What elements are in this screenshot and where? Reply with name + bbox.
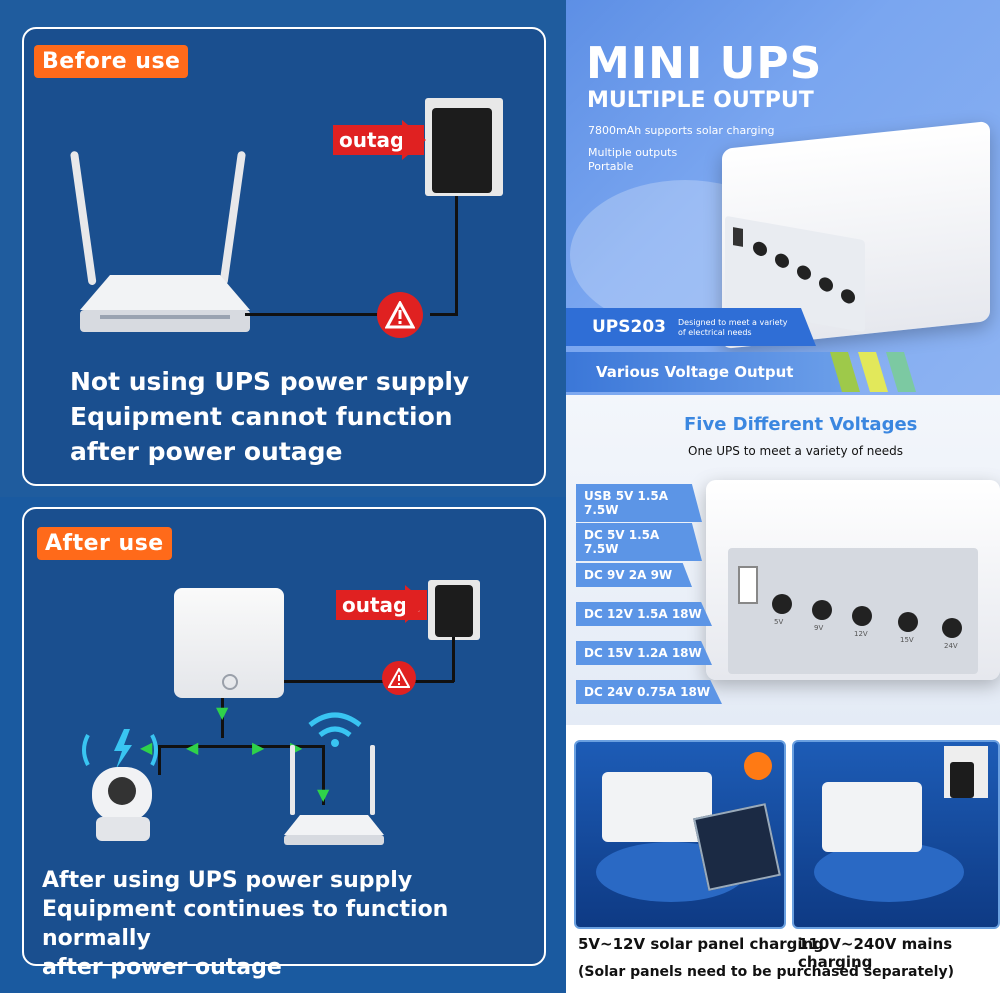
solar-panel-icon <box>693 803 781 891</box>
after-caption: After using UPS power supply Equipment c… <box>42 866 537 982</box>
dc-port <box>753 240 767 258</box>
ups-device <box>174 588 284 698</box>
arrow-right-icon <box>402 120 426 160</box>
voltage-item: DC 9V 2A 9W <box>576 563 692 587</box>
voltage-item: DC 12V 1.5A 18W <box>576 602 712 626</box>
cable <box>221 698 224 738</box>
model-name: UPS203 <box>592 317 666 337</box>
before-caption: Not using UPS power supply Equipment can… <box>70 364 530 469</box>
arrow-right-icon <box>405 585 427 623</box>
power-adapter-icon <box>950 762 974 798</box>
product-subtitle: MULTIPLE OUTPUT <box>587 88 814 113</box>
cable <box>284 680 454 683</box>
ups-device-image <box>822 782 922 852</box>
warning-icon <box>377 292 423 338</box>
warning-icon <box>382 661 416 695</box>
dc-port-5v <box>772 594 792 614</box>
cable <box>322 745 325 805</box>
flow-arrow-icon: ◀ <box>186 738 199 757</box>
dc-port-15v <box>898 612 918 632</box>
after-use-tag: After use <box>37 527 172 560</box>
mains-charging-photo <box>792 740 1000 929</box>
caption-line: Not using UPS power supply <box>70 367 470 396</box>
dc-port-9v <box>812 600 832 620</box>
cable <box>452 637 455 682</box>
voltage-item: DC 24V 0.75A 18W <box>576 680 722 704</box>
product-title: MINI UPS <box>586 38 823 89</box>
port-label: 15V <box>900 636 914 644</box>
solar-charging-photo <box>574 740 786 929</box>
cable <box>455 195 458 313</box>
port-label: 24V <box>944 642 958 650</box>
cable <box>245 313 405 316</box>
pedestal <box>814 842 964 902</box>
voltage-item: USB 5V 1.5A 7.5W <box>576 484 702 522</box>
voltages-heading: Five Different Voltages <box>684 414 918 435</box>
caption-line: After using UPS power supply <box>42 868 413 893</box>
router-icon <box>284 712 384 845</box>
flow-arrow-icon: ▼ <box>216 703 229 722</box>
voltage-item: DC 5V 1.5A 7.5W <box>576 523 702 561</box>
port-label: 5V <box>774 618 784 626</box>
various-text: Various Voltage Output <box>596 363 794 381</box>
dc-port <box>797 264 811 281</box>
ups-device-image <box>602 772 712 842</box>
cable <box>430 313 458 316</box>
caption-line: Equipment continues to function normally <box>42 897 449 951</box>
dc-port <box>841 288 855 305</box>
before-use-tag: Before use <box>34 45 189 78</box>
flow-arrow-icon: ◀ <box>140 738 153 757</box>
feature-text: Portable <box>588 160 634 173</box>
router-icon <box>70 151 250 332</box>
feature-text: Multiple outputs <box>588 146 678 159</box>
dc-port-12v <box>852 606 872 626</box>
voltage-item: DC 15V 1.2A 18W <box>576 641 712 665</box>
port-label: 12V <box>854 630 868 638</box>
dc-port <box>819 276 833 293</box>
solar-caption: 5V~12V solar panel charging <box>578 935 824 953</box>
flow-arrow-icon: ▶ <box>252 738 265 757</box>
sun-icon <box>744 752 772 780</box>
power-button-icon <box>222 674 238 690</box>
caption-line: after power outage <box>42 955 282 980</box>
dc-port-24v <box>942 618 962 638</box>
security-camera-icon <box>82 729 158 841</box>
flow-arrow-icon: ▼ <box>317 785 330 804</box>
various-banner: Various Voltage Output <box>566 352 856 392</box>
caption-line: after power outage <box>70 437 343 466</box>
solar-note: (Solar panels need to be purchased separ… <box>578 964 954 980</box>
port-label: 9V <box>814 624 824 632</box>
caption-line: Equipment cannot function <box>70 402 453 431</box>
feature-text: 7800mAh supports solar charging <box>588 124 775 137</box>
usb-port <box>733 227 743 247</box>
cable <box>158 745 161 775</box>
power-adapter-icon <box>435 585 473 637</box>
dc-port <box>775 252 789 269</box>
cable <box>158 745 323 748</box>
model-banner: UPS203 Designed to meet a variety of ele… <box>566 308 816 346</box>
voltages-subheading: One UPS to meet a variety of needs <box>688 444 904 458</box>
power-adapter-icon <box>432 108 492 193</box>
model-description: Designed to meet a variety of electrical… <box>678 318 788 337</box>
mains-caption: 110V~240V mains charging <box>798 935 953 971</box>
usb-port <box>738 566 758 604</box>
ports-panel: 5V 9V 12V 15V 24V <box>728 548 978 674</box>
